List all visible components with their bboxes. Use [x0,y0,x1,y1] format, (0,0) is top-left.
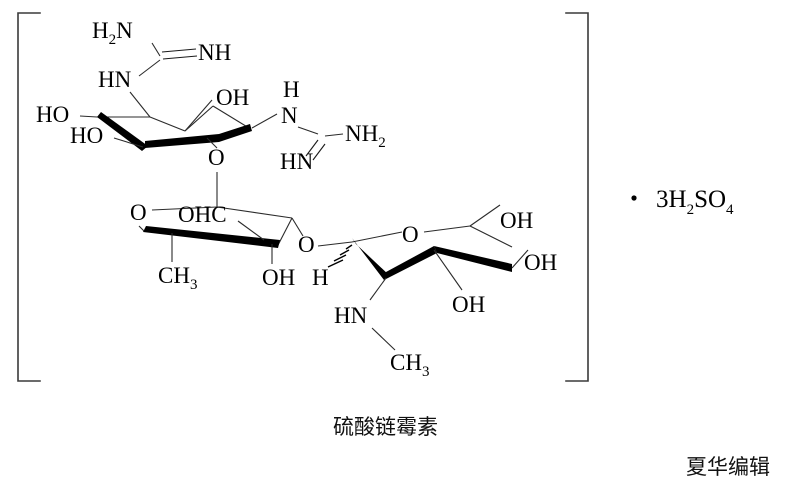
h2n-label-top: H2N [92,18,133,48]
right-bracket [565,12,589,382]
h-label-glucosamine: H [312,265,329,290]
oh-lower-glucosamine-label: OH [452,292,485,317]
bold-bond-right [219,124,252,142]
bold-bond-left [97,112,148,151]
sulfuric-acid-formula: 3H2SO4 [656,186,734,218]
ho-lower-label: HO [70,123,103,148]
nh-label-top: NH [198,40,231,65]
glucosamine-bold-right [434,246,512,272]
glycosidic-o-lower-label: O [298,232,315,257]
hn-label-top: HN [98,67,132,92]
n-label-right-guanidine: N [281,103,298,128]
glucosamine-bold-left [352,238,390,280]
counterion-group: 3H2SO4 [631,186,734,218]
glucosamine-ring-o-label: O [402,222,419,247]
figure-caption: 硫酸链霉素 [333,415,438,439]
ho-upper-label: HO [36,102,69,127]
ch3-methylamino-label: CH3 [390,350,429,380]
glucosamine-ring: O H HN CH3 OH O [312,204,557,380]
streptidine-ring: HO HO OH O [36,85,252,207]
streptose-ring: O OHC CH3 OH O [130,200,315,293]
left-bracket [17,12,41,382]
streptose-ring-o-label: O [130,200,147,225]
hn-methylamino-label: HN [334,303,368,328]
bold-bond-front [145,134,219,148]
oh-upper-glucosamine-label: OH [500,208,533,233]
guanidine-group-right: H N NH2 HN [251,77,386,174]
streptose-bold-front [143,226,280,248]
oh-right-streptidine-label: OH [216,85,249,110]
editor-watermark: 夏华编辑 [686,455,770,479]
aldehyde-ohc-label: OHC [178,202,227,227]
glycosidic-o-upper-label: O [208,145,225,170]
guanidine-group-top: H2N NH HN [92,18,231,118]
center-dot [631,195,637,201]
oh-right-glucosamine-label: OH [524,250,557,275]
hashed-wedge-h [327,244,353,268]
h-label-right-guanidine: H [283,77,300,102]
glucosamine-bold-mid [386,246,437,279]
nh2-label-right: NH2 [345,121,386,151]
oh-streptose-label: OH [262,265,295,290]
ch3-streptose-label: CH3 [158,263,197,293]
